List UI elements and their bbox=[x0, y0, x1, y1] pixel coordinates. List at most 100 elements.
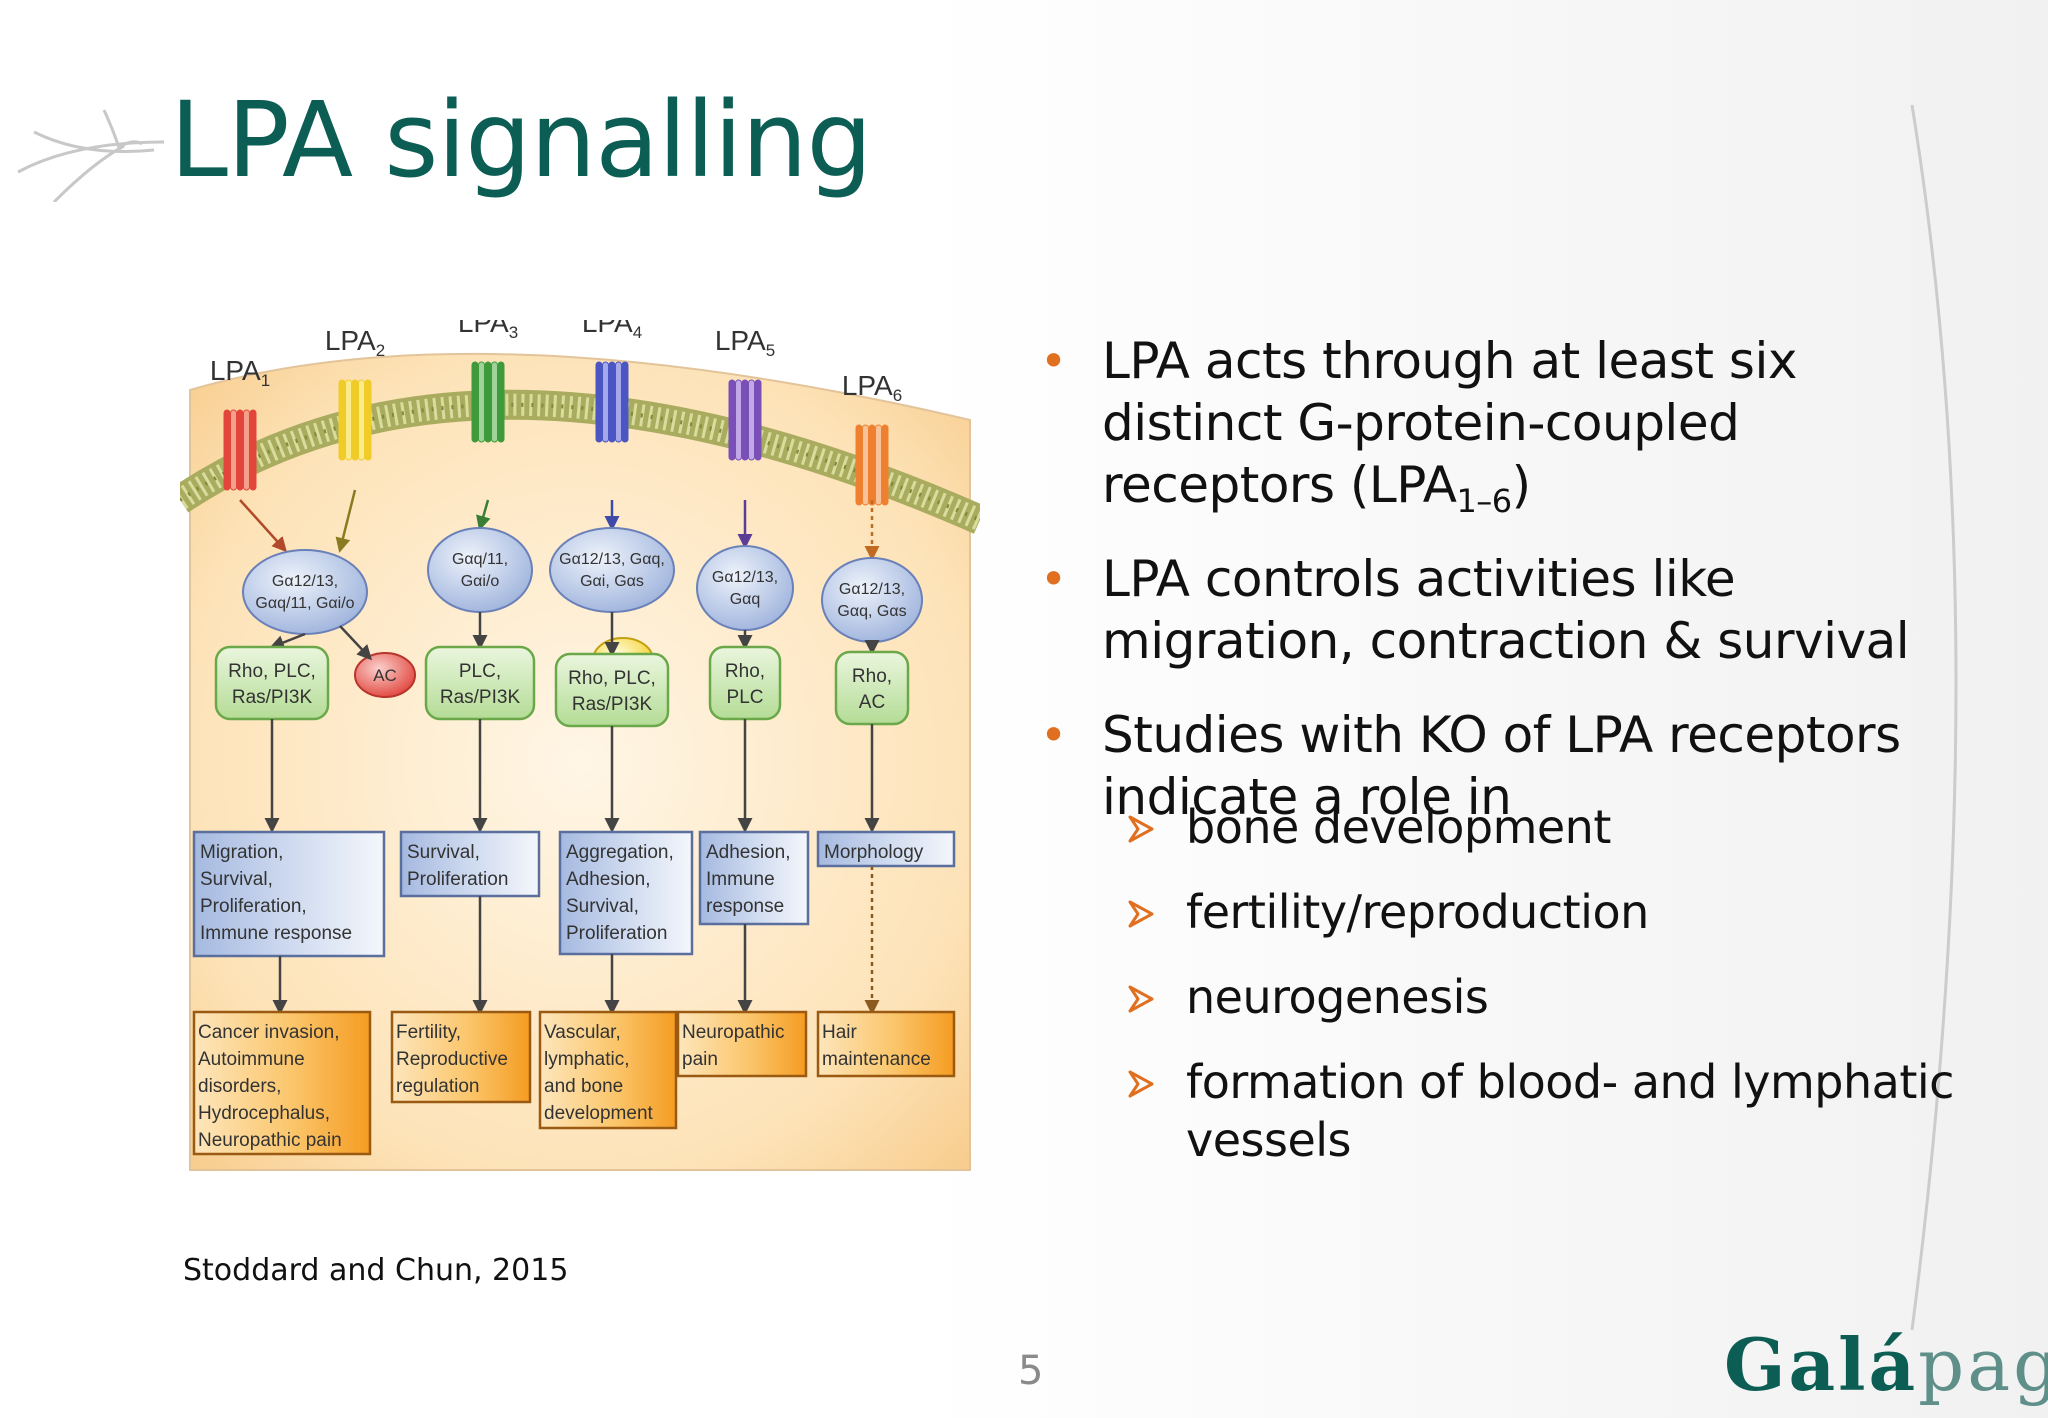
receptor-helix bbox=[748, 379, 755, 461]
outcome-label: and bone bbox=[544, 1076, 623, 1097]
bullet-list: • LPA acts through at least six distinct… bbox=[1040, 330, 1980, 860]
function-box bbox=[399, 830, 541, 898]
receptor-helix bbox=[249, 409, 257, 491]
effector-label: Rho, bbox=[852, 666, 892, 687]
sub-bullet-text: formation of blood- and lymphatic vessel… bbox=[1186, 1055, 1954, 1167]
receptor-label: LPA5 bbox=[715, 325, 775, 360]
pathway-arrow bbox=[239, 499, 288, 553]
effector-label: Rho, bbox=[725, 661, 765, 682]
arrow-bullet-icon bbox=[1128, 985, 1154, 1013]
ac-label: AC bbox=[373, 666, 397, 685]
outcome-label: Neuropathic pain bbox=[198, 1130, 342, 1151]
receptor-label: LPA6 bbox=[842, 370, 902, 405]
galapagos-logo: Galápagos bbox=[1724, 1322, 2048, 1407]
bullet-dot-icon: • bbox=[1040, 334, 1067, 388]
function-label: Survival, bbox=[407, 842, 480, 863]
receptor-label: LPA2 bbox=[325, 325, 385, 360]
receptor-helix bbox=[754, 379, 762, 461]
receptor-helix bbox=[875, 424, 882, 506]
receptor-helix bbox=[608, 361, 616, 443]
outcome-box bbox=[676, 1010, 808, 1078]
pathway-arrow bbox=[339, 625, 373, 661]
receptor-helix bbox=[478, 361, 485, 443]
pathway-arrow bbox=[335, 489, 357, 553]
function-label: Survival, bbox=[566, 896, 639, 917]
bullet-dot-icon: • bbox=[1040, 708, 1067, 762]
receptor-helix bbox=[735, 379, 742, 461]
arrow-bullet-icon bbox=[1128, 1070, 1154, 1098]
slide-title: LPA signalling bbox=[170, 79, 873, 201]
effector-label: Ras/PI3K bbox=[232, 687, 313, 708]
pathway-arrow bbox=[476, 499, 491, 531]
sub-bullet-text: fertility/reproduction bbox=[1186, 885, 1649, 939]
receptor-helix bbox=[741, 379, 749, 461]
g-protein-node bbox=[549, 527, 675, 613]
function-label: Immune response bbox=[200, 923, 352, 944]
g-protein-label: Gαq, Gαs bbox=[837, 603, 906, 620]
receptor-helix bbox=[862, 424, 869, 506]
outcome-label: regulation bbox=[396, 1076, 479, 1097]
receptor-helix bbox=[868, 424, 876, 506]
sub-bullet-list: bone development fertility/reproduction … bbox=[1126, 798, 2006, 1196]
page-number: 5 bbox=[1018, 1348, 1044, 1394]
logo-text-part2: á bbox=[1868, 1322, 1919, 1407]
function-box bbox=[192, 830, 386, 958]
outcome-label: Cancer invasion, bbox=[198, 1022, 340, 1043]
effector-label: Rho, PLC, bbox=[228, 661, 316, 682]
receptor-helix bbox=[236, 409, 244, 491]
receptor-helix bbox=[621, 361, 629, 443]
function-label: Aggregation, bbox=[566, 842, 674, 863]
receptor-helix bbox=[881, 424, 889, 506]
pathway-arrow bbox=[269, 632, 306, 650]
receptor-helix bbox=[230, 409, 237, 491]
g-protein-label: Gαq bbox=[730, 591, 761, 608]
outcome-label: Neuropathic bbox=[682, 1022, 784, 1043]
function-box bbox=[698, 830, 810, 926]
effector-node bbox=[554, 652, 670, 728]
receptor-helix bbox=[491, 361, 498, 443]
function-label: Proliferation, bbox=[200, 896, 307, 917]
receptor-helix bbox=[855, 424, 863, 506]
arrow-bullet-icon bbox=[1128, 815, 1154, 843]
function-label: Migration, bbox=[200, 842, 283, 863]
outcome-box bbox=[390, 1010, 532, 1104]
outcome-box bbox=[816, 1010, 956, 1078]
bullet-item: • LPA controls activities like migration… bbox=[1040, 548, 1980, 672]
bullet-text: Studies with KO of LPA receptors indicat… bbox=[1102, 706, 1901, 826]
g-protein-label: Gα12/13, Gαq, bbox=[559, 551, 665, 568]
effector-node bbox=[424, 645, 536, 721]
receptor-helix bbox=[338, 379, 346, 461]
g-protein-node bbox=[821, 557, 923, 643]
g-protein-node bbox=[427, 527, 533, 613]
g-protein-node bbox=[696, 545, 794, 631]
effector-label: PLC bbox=[727, 687, 764, 708]
g-protein-label: Gαi, Gαs bbox=[580, 573, 644, 590]
arrow-bullet-icon bbox=[1128, 900, 1154, 928]
g-protein-label: Gαi/o bbox=[461, 573, 500, 590]
sub-bullet-item: formation of blood- and lymphatic vessel… bbox=[1126, 1053, 2006, 1169]
g-protein-label: Gαq/11, Gαi/o bbox=[255, 595, 354, 612]
effector-label: AC bbox=[859, 692, 885, 713]
citation: Stoddard and Chun, 2015 bbox=[183, 1253, 569, 1288]
outcome-label: disorders, bbox=[198, 1076, 281, 1097]
outcome-label: Fertility, bbox=[396, 1022, 461, 1043]
outcome-label: development bbox=[544, 1103, 654, 1124]
effector-node bbox=[214, 645, 330, 721]
bullet-item: • Studies with KO of LPA receptors indic… bbox=[1040, 704, 1980, 828]
outcome-label: Hair bbox=[822, 1022, 858, 1043]
receptor-helix bbox=[243, 409, 250, 491]
outcome-label: Vascular, bbox=[544, 1022, 621, 1043]
sub-bullet-text: bone development bbox=[1186, 800, 1611, 854]
receptor-label: LPA4 bbox=[582, 320, 642, 342]
outcome-box bbox=[538, 1010, 678, 1130]
g-protein-label: Gα12/13, bbox=[272, 573, 338, 590]
ac-node bbox=[354, 652, 416, 698]
outcome-label: lymphatic, bbox=[544, 1049, 630, 1070]
outcome-box bbox=[192, 1010, 372, 1156]
effector-label: PLC, bbox=[459, 661, 501, 682]
bullet-text-end: ) bbox=[1511, 456, 1532, 514]
sub-bullet-item: bone development bbox=[1126, 798, 2006, 856]
receptor-helix bbox=[358, 379, 365, 461]
effector-label: Ras/PI3K bbox=[572, 694, 653, 715]
